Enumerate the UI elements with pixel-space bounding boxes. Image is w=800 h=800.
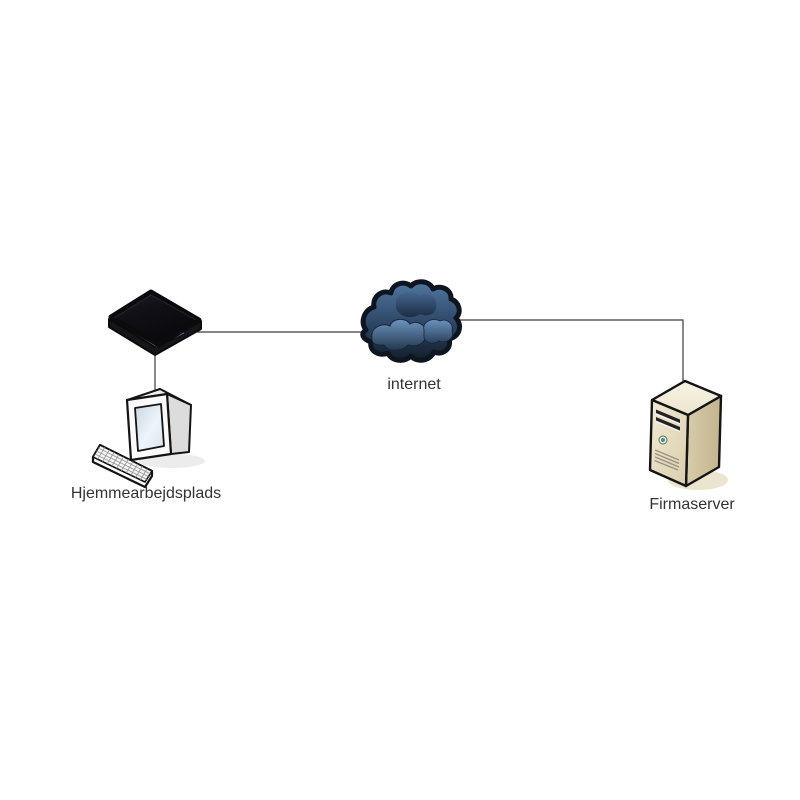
router-underside xyxy=(108,318,202,356)
cloud-puff-right xyxy=(423,319,454,344)
router-device-icon xyxy=(108,289,202,356)
server-power-led xyxy=(658,435,668,445)
server-label: Firmaserver xyxy=(649,496,735,513)
monitor-screen xyxy=(134,403,165,452)
server-front xyxy=(648,398,690,488)
desktop-computer-icon xyxy=(91,388,205,489)
router-top xyxy=(108,289,202,348)
server-drive-bays xyxy=(655,409,681,433)
server-vents xyxy=(654,449,680,471)
router-top-highlight xyxy=(113,294,197,321)
workstation-label: Hjemmearbejdsplads xyxy=(70,485,222,502)
server-tower-icon xyxy=(648,379,728,490)
connection-cloud-server xyxy=(455,319,684,381)
keyboard xyxy=(91,443,154,489)
internet-cloud-icon xyxy=(360,279,462,363)
monitor-shadow xyxy=(139,454,205,468)
connection-lines xyxy=(154,319,684,393)
keyboard-keys xyxy=(94,447,151,480)
internet-label: internet xyxy=(387,376,441,393)
cloud-puff-top xyxy=(396,291,437,318)
